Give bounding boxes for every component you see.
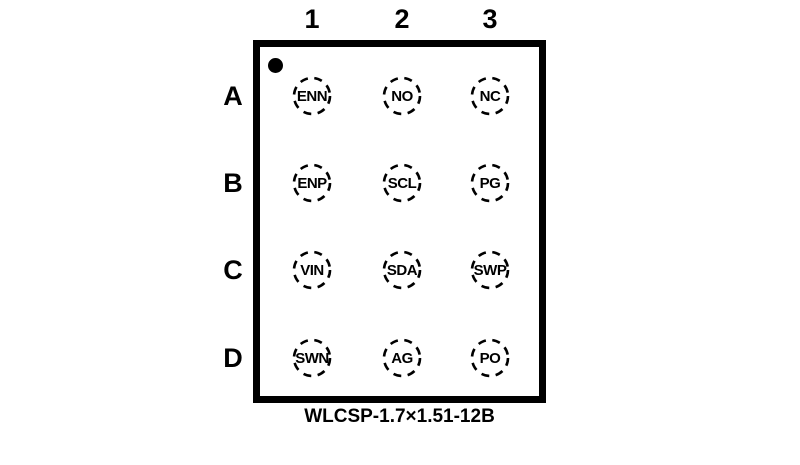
dashed-ball-circle-icon	[292, 76, 332, 116]
pin-name-c3: SWP	[473, 261, 507, 279]
pin-name-b3: PG	[479, 174, 501, 192]
pin-name-d2: AG	[391, 349, 413, 367]
dashed-ball-circle-icon	[470, 76, 510, 116]
package-caption: WLCSP-1.7×1.51-12B	[304, 406, 495, 427]
pin-name-c1: VIN	[300, 261, 324, 279]
pin-name-b1: ENP	[297, 174, 327, 192]
pin-ball-b1: ENP	[292, 163, 332, 203]
pin-name-c2: SDA	[386, 261, 418, 279]
pin-ball-c3: SWP	[470, 250, 510, 290]
dashed-ball-circle-icon	[292, 250, 332, 290]
pin-ball-c2: SDA	[382, 250, 422, 290]
column-header-1: 1	[304, 4, 320, 34]
pin-ball-a1: ENN	[292, 76, 332, 116]
dashed-ball-circle-icon	[382, 250, 422, 290]
dashed-ball-circle-icon	[470, 163, 510, 203]
pin-ball-a2: NO	[382, 76, 422, 116]
row-header-d: D	[223, 343, 243, 373]
row-header-b: B	[223, 168, 243, 198]
dashed-ball-circle-icon	[470, 338, 510, 378]
pin-name-d3: PO	[479, 349, 501, 367]
column-header-2: 2	[394, 4, 410, 34]
pin1-indicator-dot	[268, 58, 283, 73]
pin-ball-b2: SCL	[382, 163, 422, 203]
pin-ball-d3: PO	[470, 338, 510, 378]
dashed-ball-circle-icon	[470, 250, 510, 290]
pin-ball-d2: AG	[382, 338, 422, 378]
pin-ball-a3: NC	[470, 76, 510, 116]
pin-name-a1: ENN	[296, 87, 328, 105]
pin-ball-d1: SWN	[292, 338, 332, 378]
dashed-ball-circle-icon	[382, 76, 422, 116]
dashed-ball-circle-icon	[292, 163, 332, 203]
dashed-ball-circle-icon	[382, 338, 422, 378]
dashed-ball-circle-icon	[382, 163, 422, 203]
pin-name-a2: NO	[391, 87, 413, 105]
pin-name-d1: SWN	[295, 349, 329, 367]
column-header-3: 3	[482, 4, 498, 34]
dashed-ball-circle-icon	[292, 338, 332, 378]
pin-name-a3: NC	[479, 87, 501, 105]
pin-name-b2: SCL	[387, 174, 417, 192]
row-header-c: C	[223, 255, 243, 285]
row-header-a: A	[223, 81, 243, 111]
pin-ball-c1: VIN	[292, 250, 332, 290]
pin-ball-b3: PG	[470, 163, 510, 203]
